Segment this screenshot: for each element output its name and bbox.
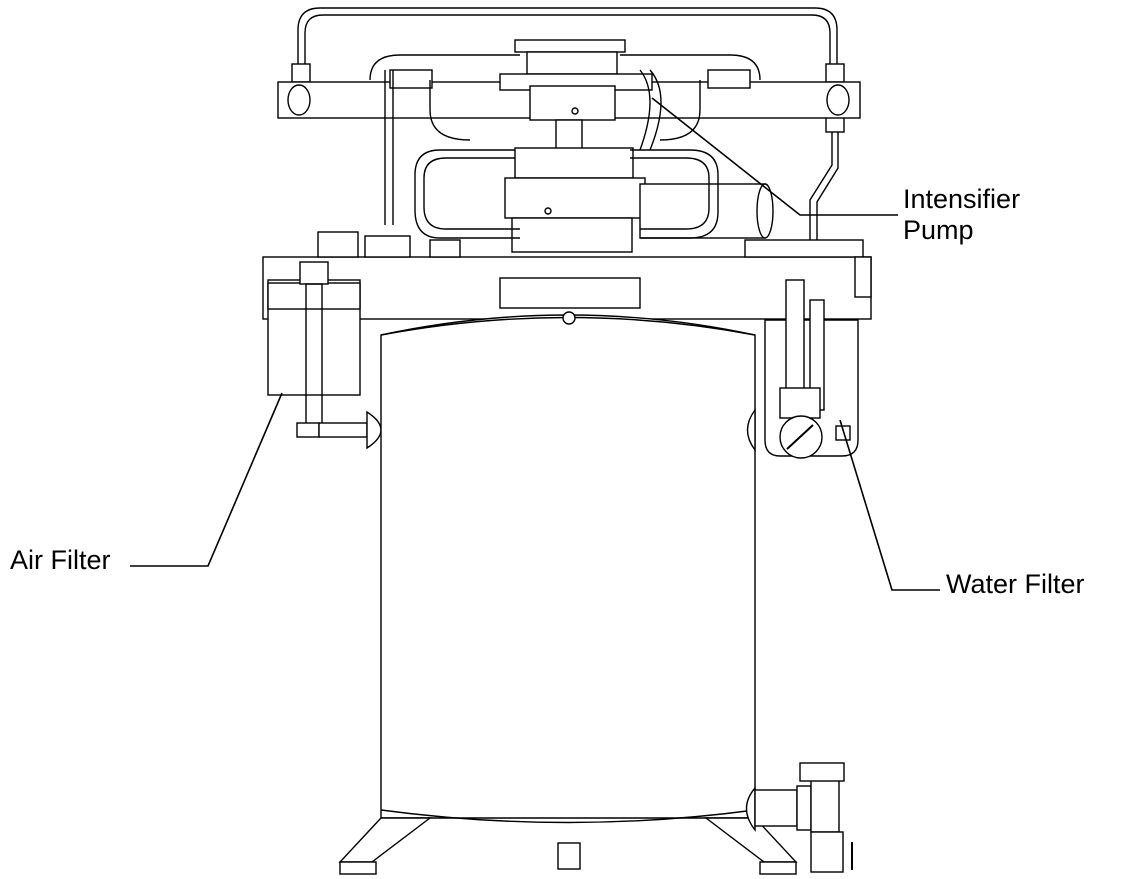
solenoid-valves [369, 54, 761, 141]
top-tubing-loop [291, 7, 845, 240]
air-filter-leader [130, 392, 283, 567]
storage-tank [380, 277, 756, 824]
intensifier-pump-leader [651, 97, 898, 216]
tank-legs [338, 817, 798, 875]
intensifier-pump-label-line2: Pump [903, 215, 974, 245]
air-filter-label: Air Filter [10, 545, 111, 575]
drain-valve [745, 762, 853, 873]
water-filter [746, 279, 859, 459]
leader-lines [130, 97, 940, 591]
air-filter [267, 261, 382, 450]
intensifier-pump-label: Intensifier Pump [903, 184, 1020, 246]
water-filter-label: Water Filter [946, 569, 1085, 599]
pump-hoses [384, 69, 719, 239]
intensifier-pump-label-line1: Intensifier [903, 184, 1021, 214]
water-filter-leader [839, 419, 940, 591]
